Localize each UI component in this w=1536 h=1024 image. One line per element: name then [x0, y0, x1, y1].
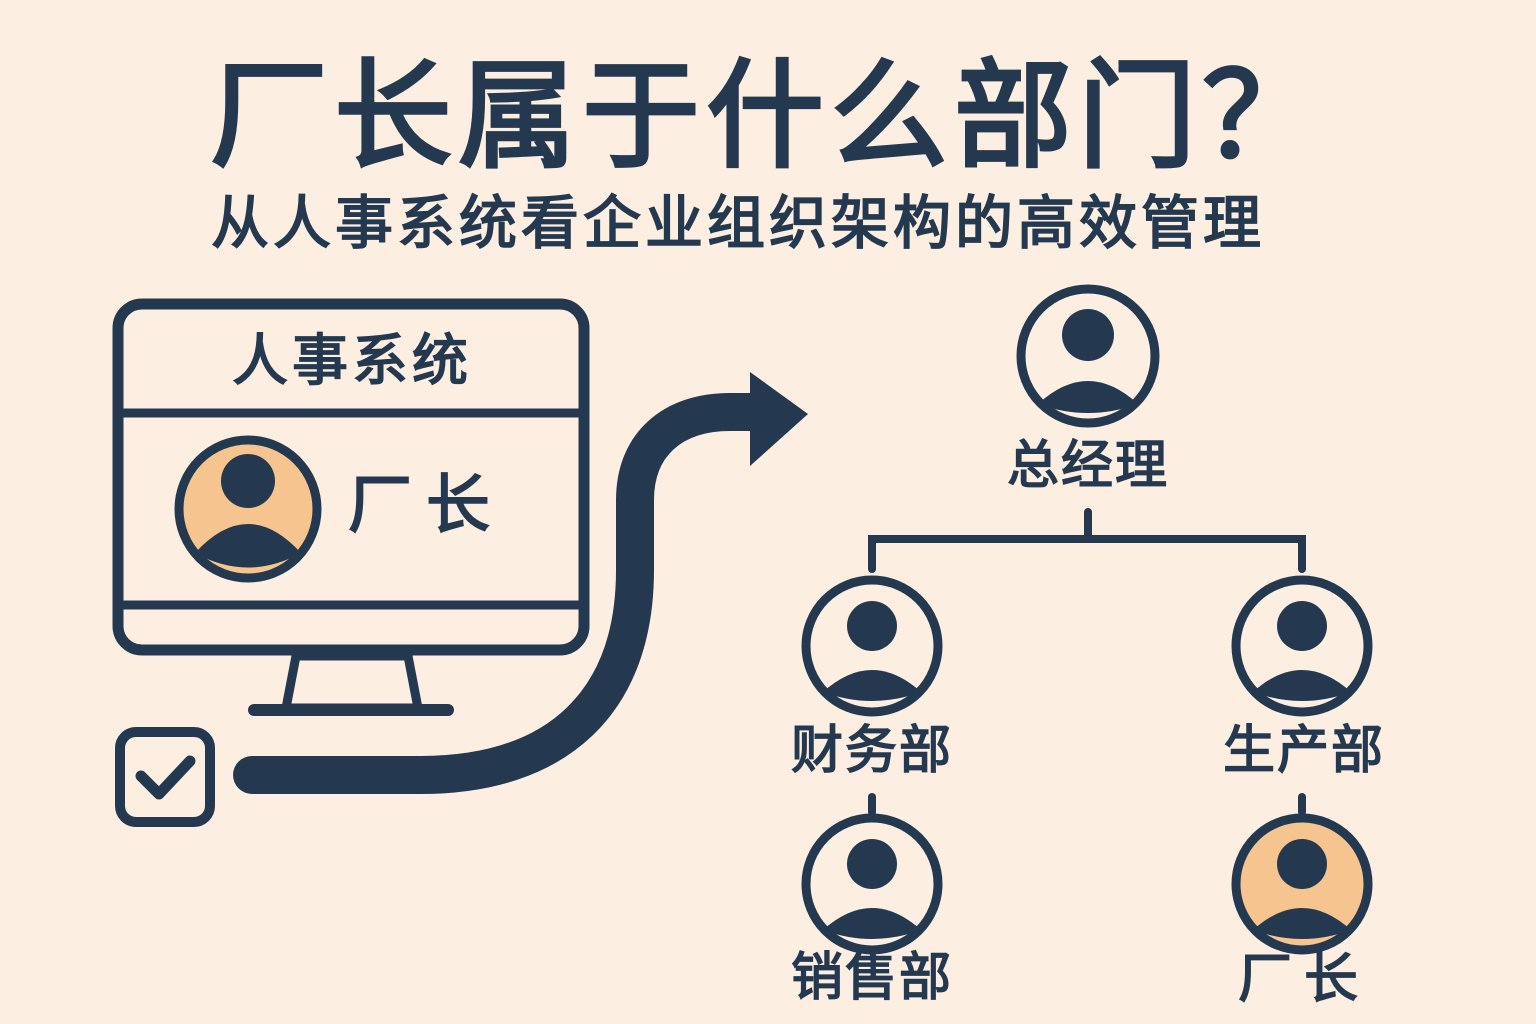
checkbox-checked-icon	[115, 727, 215, 827]
production-dept-label: 生产部	[1222, 721, 1385, 781]
hr-system-title: 人事系统	[232, 329, 472, 394]
page-title: 厂长属于什么部门？	[209, 47, 1326, 185]
finance-dept-avatar-icon	[801, 575, 943, 717]
factory-manager-avatar-icon	[174, 435, 322, 583]
sales-dept-label: 销售部	[790, 948, 953, 1008]
sales-dept-avatar-icon	[801, 813, 943, 955]
curved-arrow-icon	[233, 372, 808, 794]
factory-manager-label: 厂长	[1238, 947, 1370, 1010]
monitor-icon	[112, 298, 590, 716]
factory-manager-node-avatar-icon	[1231, 813, 1373, 955]
page-subtitle: 从人事系统看企业组织架构的高效管理	[210, 189, 1265, 257]
general-manager-avatar-icon	[1016, 284, 1160, 428]
production-dept-avatar-icon	[1231, 575, 1373, 717]
org-chart-connectors	[868, 508, 1306, 816]
hr-record-name: 厂长	[348, 469, 504, 543]
finance-dept-label: 财务部	[790, 721, 953, 781]
general-manager-label: 总经理	[1006, 436, 1169, 496]
